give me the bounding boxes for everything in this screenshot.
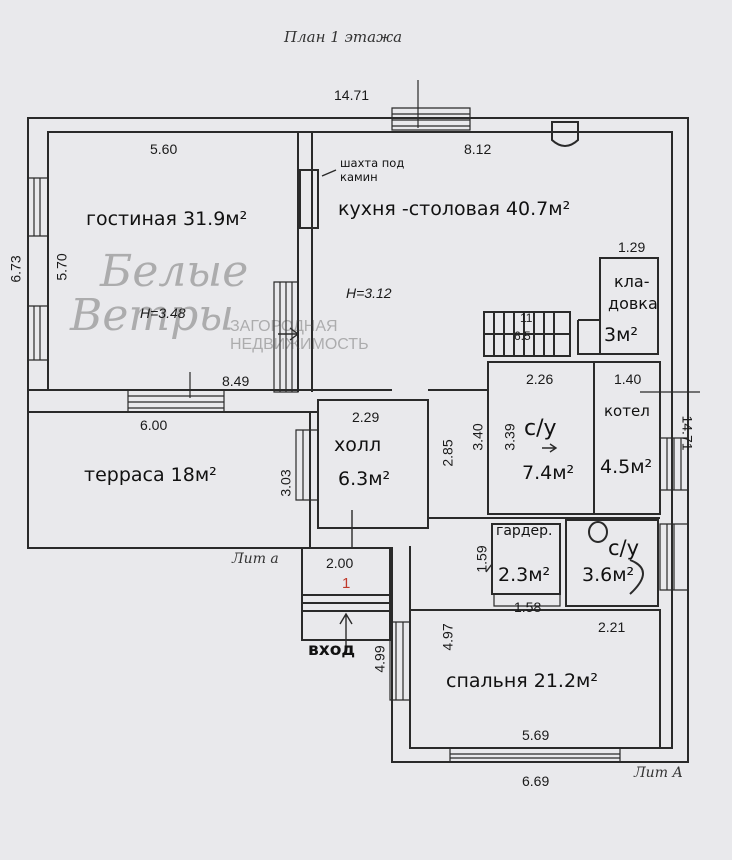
watermark-brand-line1: Белые — [100, 246, 249, 297]
shaft-pointer — [321, 169, 337, 177]
toilet-icon — [588, 521, 608, 543]
room-kitchen: кухня -столовая 40.7м² — [338, 198, 571, 220]
bath2-wall — [565, 519, 659, 607]
dim-storage-width: 1.29 — [618, 239, 646, 255]
label-lit-a-lower: Лит а — [232, 551, 279, 567]
shaft-label-2: камин — [340, 170, 378, 184]
window-partition — [273, 281, 299, 393]
label-lit-a-upper: Лит А — [634, 765, 684, 781]
dim-living-width: 5.60 — [150, 141, 178, 157]
dim-h-living: H=3.48 — [140, 305, 186, 321]
wardrobe-arrow — [485, 563, 493, 573]
room-wardrobe-area: 2.3м² — [498, 564, 551, 586]
dim-hall-height-right: 2.85 — [439, 439, 456, 467]
dim-terrace-width: 6.00 — [140, 417, 168, 433]
dim-bath1-height-a: 3.40 — [469, 423, 486, 451]
watermark-tagline: ЗАГОРОДНАЯ НЕДВИЖИМОСТЬ — [230, 318, 369, 354]
entrance-steps — [302, 594, 390, 612]
dim-hall-height-left: 3.03 — [277, 469, 294, 497]
room-living: гостиная 31.9м² — [86, 208, 248, 230]
room-wardrobe-name: гардер. — [496, 523, 553, 539]
dim-left-height: 6.73 — [7, 255, 24, 283]
fireplace-shaft — [299, 169, 319, 229]
dim-total-top: 14.71 — [334, 87, 370, 103]
window-top-kitchen — [391, 107, 471, 131]
watermark-tag-line1: ЗАГОРОДНАЯ — [230, 318, 338, 335]
partition-arrow — [278, 327, 300, 341]
room-storage-line2: довка — [608, 294, 658, 313]
dim-total-bottom: 6.69 — [522, 773, 550, 789]
storage-notch — [577, 319, 600, 355]
dim-entrance-height: 4.99 — [371, 645, 388, 673]
stairs — [483, 311, 571, 357]
dim-wardrobe-width: 1.58 — [514, 599, 542, 615]
room-storage-line1: кла- — [614, 272, 650, 291]
window-hall — [295, 429, 319, 501]
dim-living-height: 5.70 — [53, 253, 70, 281]
dim-bedroom-width: 5.69 — [522, 727, 550, 743]
dim-living-bottom: 8.49 — [222, 373, 250, 389]
watermark-brand-line2: Ветры — [70, 290, 235, 341]
entrance-arrow — [339, 612, 353, 652]
window-bedroom-left — [389, 621, 411, 701]
storage-wall — [599, 257, 659, 355]
dim-kitchen-width: 8.12 — [464, 141, 492, 157]
room-bath2-area: 3.6м² — [582, 564, 635, 586]
dim-entrance-number: 1 — [342, 575, 351, 592]
window-right-upper — [659, 437, 689, 491]
dim-bath2-width: 2.21 — [598, 619, 626, 635]
dim-h-kitchen: H=3.12 — [346, 285, 392, 301]
dim-stair-6: 6.5 — [514, 329, 531, 343]
dim-boiler-width: 1.40 — [614, 371, 642, 387]
plan-title: План 1 этажа — [284, 28, 403, 46]
window-left-2 — [27, 305, 49, 361]
window-living-bottom — [127, 389, 225, 413]
window-left-1 — [27, 177, 49, 237]
room-hall-area: 6.3м² — [338, 468, 391, 490]
bath1-arrow — [542, 443, 558, 453]
room-boiler-area: 4.5м² — [600, 456, 653, 478]
window-wardrobe — [493, 593, 561, 607]
window-right-lower — [659, 523, 689, 591]
kitchen-fixture — [551, 121, 579, 147]
dim-bedroom-height: 4.97 — [439, 623, 456, 651]
dim-hall-width: 2.29 — [352, 409, 380, 425]
dim-stair-11: 11 — [520, 311, 533, 325]
shaft-label-1: шахта под — [340, 156, 405, 170]
dim-bath1-height-b: 3.39 — [501, 423, 518, 451]
room-bath2-name: с/у — [608, 536, 640, 560]
window-bedroom-bottom — [449, 747, 621, 763]
room-boiler-name: котел — [604, 402, 650, 420]
room-entrance: вход — [308, 640, 356, 660]
room-hall-name: холл — [334, 434, 382, 456]
room-bath1-area: 7.4м² — [522, 462, 575, 484]
room-terrace: терраса 18м² — [84, 464, 217, 486]
dim-right-height: 14.71 — [679, 415, 696, 451]
room-storage-area: 3м² — [604, 324, 639, 346]
dim-wardrobe-height: 1.59 — [473, 545, 490, 573]
watermark-tag-line2: НЕДВИЖИМОСТЬ — [230, 336, 369, 353]
kitchen-south-wall — [428, 389, 660, 519]
dim-bath1-width: 2.26 — [526, 371, 554, 387]
dim-entrance-width: 2.00 — [326, 555, 354, 571]
room-bedroom: спальня 21.2м² — [446, 670, 598, 692]
room-bath1-name: с/у — [524, 416, 557, 441]
bath2-fixture — [629, 559, 644, 595]
